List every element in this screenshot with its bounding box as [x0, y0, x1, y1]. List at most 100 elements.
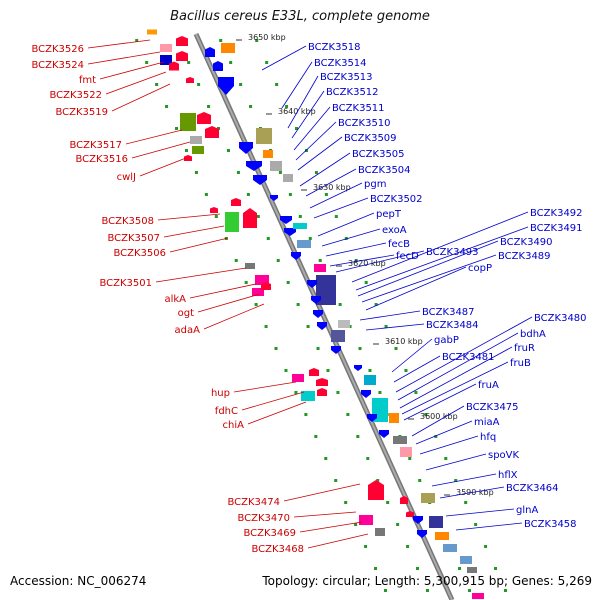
gene-feature: [231, 198, 241, 206]
left-gene-label: alkA: [164, 294, 186, 305]
gene-feature: [270, 195, 278, 201]
right-gene-label: pgm: [364, 179, 386, 190]
left-gene-label: BCZK3508: [101, 216, 154, 227]
kbp-tick-label: 3600 kbp: [420, 412, 458, 421]
right-gene-label: BCZK3480: [534, 313, 587, 324]
gene-feature: [368, 480, 384, 500]
gene-feature: [213, 61, 223, 71]
genome-title: Bacillus cereus E33L, complete genome: [170, 9, 430, 24]
gene-feature: [389, 413, 399, 423]
gene-feature: [331, 346, 341, 354]
gene-feature: [280, 216, 292, 224]
right-gene-label: BCZK3492: [530, 208, 583, 219]
gene-feature: [261, 282, 271, 290]
gene-feature: [256, 128, 272, 144]
right-gene-label: BCZK3493: [426, 247, 479, 258]
left-gene-label: BCZK3470: [237, 513, 290, 524]
right-gene-label: BCZK3504: [358, 165, 411, 176]
gene-feature: [192, 146, 204, 154]
right-gene-label: hflX: [498, 470, 518, 481]
gene-feature: [359, 515, 373, 525]
left-gene-label: BCZK3506: [113, 248, 166, 259]
gene-feature: [301, 391, 315, 401]
right-gene-label: glnA: [516, 505, 538, 516]
right-gene-label: hfq: [480, 432, 496, 443]
gene-feature: [221, 43, 235, 53]
right-gene-label: BCZK3505: [352, 149, 405, 160]
left-gene-label: hup: [211, 388, 230, 399]
left-gene-label: adaA: [175, 325, 201, 336]
gene-feature: [421, 493, 435, 503]
gene-feature: [400, 496, 408, 504]
left-gene-label: BCZK3507: [107, 233, 160, 244]
right-gene-label: BCZK3489: [498, 251, 551, 262]
gene-feature: [317, 322, 327, 330]
gene-labels: BCZK3526BCZK3524fmtBCZK3522BCZK3519BCZK3…: [31, 42, 586, 555]
gene-feature: [186, 77, 194, 83]
right-gene-label: BCZK3475: [466, 402, 519, 413]
gene-feature: [284, 228, 296, 236]
gene-feature: [379, 430, 389, 438]
right-gene-label: BCZK3490: [500, 237, 553, 248]
gene-feature: [293, 223, 307, 229]
right-gene-label: BCZK3481: [442, 352, 495, 363]
gene-feature: [205, 47, 215, 57]
right-gene-label: BCZK3458: [524, 519, 577, 530]
right-gene-label: copP: [468, 263, 492, 274]
gene-feature: [338, 320, 350, 328]
gene-feature: [176, 36, 188, 46]
gene-feature: [147, 29, 157, 35]
gene-feature: [283, 174, 293, 182]
gene-feature: [313, 310, 323, 318]
gene-feature: [307, 280, 317, 288]
gene-feature: [169, 61, 179, 71]
left-gene-label: ogt: [178, 308, 194, 319]
left-gene-label: fmt: [79, 75, 96, 86]
right-gene-label: BCZK3484: [426, 320, 479, 331]
gene-feature: [400, 447, 412, 457]
gene-feature: [239, 142, 253, 154]
kbp-tick-label: 3630 kbp: [313, 183, 351, 192]
gene-feature: [393, 436, 407, 444]
right-gene-label: exoA: [382, 225, 407, 236]
gene-feature: [263, 150, 273, 158]
gene-feature: [210, 207, 218, 213]
gene-feature: [160, 44, 172, 52]
gene-feature: [467, 567, 477, 573]
left-gene-label: BCZK3517: [69, 140, 122, 151]
right-gene-label: BCZK3512: [326, 87, 379, 98]
gene-feature: [354, 365, 362, 371]
gene-feature: [309, 368, 319, 376]
gene-feature: [197, 112, 211, 124]
gene-feature: [255, 275, 269, 285]
kbp-tick-label: 3610 kbp: [385, 337, 423, 346]
left-gene-label: BCZK3469: [243, 528, 296, 539]
gene-feature: [218, 77, 234, 95]
gene-feature: [297, 240, 311, 248]
left-gene-label: chiA: [223, 420, 245, 431]
right-gene-label: pepT: [376, 209, 402, 220]
label-lines: [87, 39, 533, 549]
left-gene-label: BCZK3519: [55, 107, 108, 118]
right-gene-label: BCZK3511: [332, 103, 385, 114]
right-gene-label: fecB: [388, 239, 410, 250]
right-gene-label: fecD: [396, 251, 419, 262]
right-gene-label: BCZK3513: [320, 72, 373, 83]
right-gene-label: gabP: [434, 335, 459, 346]
gene-feature: [314, 264, 326, 272]
gene-feature: [184, 155, 192, 161]
gene-feature: [443, 544, 457, 552]
gene-feature: [406, 511, 414, 517]
gene-feature: [190, 136, 202, 144]
accession-text: Accession: NC_006274: [10, 574, 147, 588]
left-gene-label: fdhC: [215, 406, 238, 417]
kbp-tick-label: 3590 kbp: [456, 488, 494, 497]
gene-feature: [364, 375, 376, 385]
left-gene-label: BCZK3516: [75, 154, 128, 165]
left-gene-label: BCZK3474: [227, 497, 280, 508]
gene-feature: [317, 388, 327, 396]
right-gene-label: BCZK3487: [422, 307, 475, 318]
gene-feature: [375, 528, 385, 536]
